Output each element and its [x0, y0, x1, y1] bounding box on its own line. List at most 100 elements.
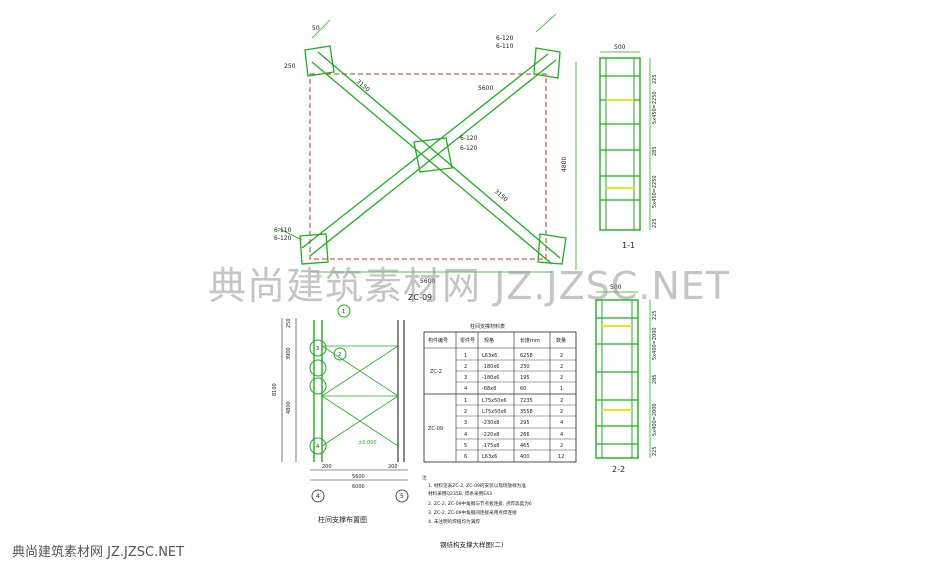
drawing-title: 钢结构支撑大样图(二) [440, 540, 504, 549]
gusset-top-left [304, 45, 335, 77]
section11-width: 500 [614, 44, 626, 51]
svg-text:-68x8: -68x8 [482, 386, 496, 392]
section22-width: 500 [610, 284, 622, 291]
svg-text:1: 1 [464, 398, 467, 404]
svg-text:4. 未注明的焊缝均为满焊: 4. 未注明的焊缝均为满焊 [428, 518, 480, 525]
axis-label-5: 5 [400, 493, 404, 500]
svg-text:3558: 3558 [520, 409, 533, 415]
svg-text:7235: 7235 [520, 398, 533, 404]
section-2-2: 500 225 5x400=2000 285 5x400=2000 225 2-… [595, 284, 658, 474]
layout-dim-left-1: 250 [286, 318, 292, 328]
svg-text:6258: 6258 [520, 353, 533, 359]
svg-text:6: 6 [464, 454, 467, 460]
section11-dim-5: 225 [652, 218, 658, 228]
svg-text:1: 1 [560, 386, 563, 392]
notes-head: 注 [422, 474, 427, 481]
section11-dim-1: 225 [652, 74, 658, 84]
svg-text:295: 295 [520, 420, 530, 426]
section22-dim-4: 5x400=2000 [652, 403, 658, 436]
svg-text:1: 1 [342, 309, 345, 315]
layout-dim-bottom-3: 200 [388, 464, 398, 470]
dim-top-width: 5600 [478, 85, 493, 92]
plate-label-1: 6-120 [496, 35, 514, 42]
group-zc09: ZC-09 [428, 426, 443, 432]
section22-dim-1: 225 [652, 310, 658, 320]
svg-text:L63x6: L63x6 [482, 454, 497, 460]
layout-dim-left-4: 8100 [272, 383, 278, 396]
elevation-caption: ZC-09 [408, 293, 432, 302]
brace-member-b1 [301, 53, 549, 249]
table-row: 3 -180x6 195 2 [464, 375, 563, 381]
plate-label-6: 6-120 [274, 235, 292, 242]
svg-text:1: 1 [464, 353, 467, 359]
node-bubble-1 [309, 339, 327, 357]
table-row: 1 L63x6 6258 2 [464, 353, 563, 359]
svg-text:2: 2 [560, 375, 563, 381]
brace-member-b2 [309, 59, 557, 257]
svg-text:4: 4 [464, 386, 467, 392]
svg-text:L63x6: L63x6 [482, 353, 497, 359]
svg-text:构件编号: 构件编号 [428, 337, 448, 344]
brace-member-a2 [311, 61, 553, 265]
svg-text:2: 2 [560, 398, 563, 404]
svg-text:-230x8: -230x8 [482, 420, 500, 426]
svg-text:3: 3 [464, 375, 467, 381]
axis-label-4: 4 [316, 493, 320, 500]
layout-dim-left-2: 3900 [286, 347, 292, 360]
svg-text:4: 4 [464, 432, 467, 438]
svg-text:3: 3 [316, 346, 319, 352]
svg-text:266: 266 [520, 432, 530, 438]
layout-dim-left-3: 4800 [286, 401, 292, 414]
svg-text:12: 12 [558, 454, 564, 460]
svg-text:2: 2 [338, 352, 341, 358]
plate-label-5: 6-110 [274, 227, 292, 234]
table-row: 2 -180x6 230 2 [464, 364, 563, 370]
svg-text:2: 2 [560, 364, 563, 370]
gusset-top-right [533, 47, 561, 79]
watermark-footer: 典尚建筑素材网 JZ.JZSC.NET [12, 545, 185, 560]
section11-dim-3: 285 [652, 146, 658, 156]
svg-text:2: 2 [560, 443, 563, 449]
svg-text:230: 230 [520, 364, 530, 370]
node-bubble-4 [309, 437, 327, 455]
svg-text:2. ZC-2, ZC-09中角钢与节点板连接, 点焊高度为: 2. ZC-2, ZC-09中角钢与节点板连接, 点焊高度为6 [428, 500, 532, 507]
svg-text:195: 195 [520, 375, 530, 381]
section22-dim-5: 225 [652, 446, 658, 456]
dim-height: 4800 [561, 157, 568, 172]
svg-text:5: 5 [464, 443, 467, 449]
plate-label-3: 6-120 [460, 135, 478, 142]
svg-text:4: 4 [560, 420, 563, 426]
plate-label-2: 6-110 [496, 43, 514, 50]
layout-dim-bottom-2: 5600 [352, 474, 365, 480]
svg-text:-180x6: -180x6 [482, 375, 500, 381]
plate-label-4: 6-120 [460, 145, 478, 152]
svg-text:-180x6: -180x6 [482, 364, 500, 370]
svg-text:2: 2 [464, 364, 467, 370]
column-grid-frame [309, 73, 547, 260]
svg-text:3: 3 [464, 420, 467, 426]
level-mark: ±0.000 [358, 440, 377, 446]
section22-dim-3: 285 [652, 374, 658, 384]
notes-block: 注 1. 材料见表ZC-2, ZC-09的安装以现场放样为准 材料采用Q235B… [422, 474, 532, 549]
svg-text:2: 2 [560, 353, 563, 359]
svg-text:1. 材料见表ZC-2, ZC-09的安装以现场放样为准: 1. 材料见表ZC-2, ZC-09的安装以现场放样为准 [428, 482, 526, 489]
bracing-layout: 1 2 3 4 250 3900 4800 8100 ±0.000 200 56… [272, 304, 409, 524]
section11-dim-2: 5x450=2250 [652, 91, 658, 124]
section11-dim-4: 5x450=2250 [652, 175, 658, 208]
svg-text:数量: 数量 [556, 337, 566, 344]
svg-text:L75x50x6: L75x50x6 [482, 398, 507, 404]
svg-text:465: 465 [520, 443, 530, 449]
svg-text:2: 2 [464, 409, 467, 415]
table-row: 1 L75x50x6 7235 2 [464, 398, 563, 404]
brace-member-a1 [317, 51, 561, 259]
dim-bottom: 5600 [420, 278, 435, 285]
gusset-center [413, 137, 453, 173]
brace-elevation: 5600 4800 5600 3150 3150 250 50 6-120 6-… [274, 13, 577, 302]
svg-text:4: 4 [560, 432, 563, 438]
